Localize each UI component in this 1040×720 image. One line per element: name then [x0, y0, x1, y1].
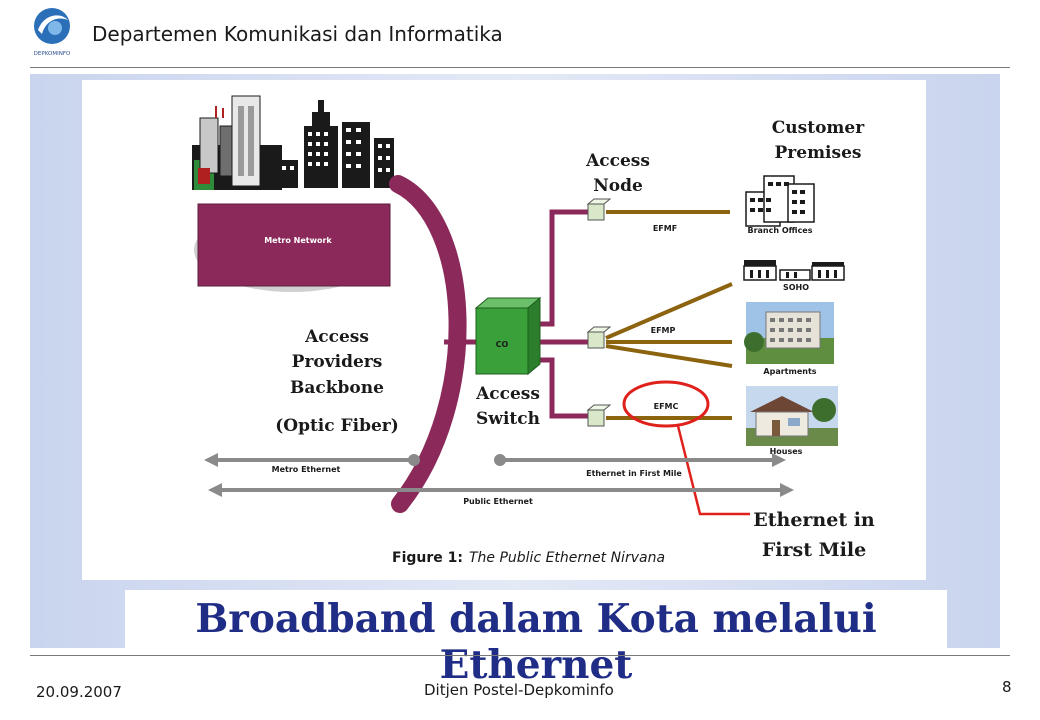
metro-network-label: Metro Network	[264, 236, 332, 245]
footer-date: 20.09.2007	[36, 683, 122, 701]
efmf-label: EFMF	[653, 224, 677, 233]
houses-icon	[746, 386, 838, 446]
diagram-panel: Metro Network CO	[82, 80, 926, 580]
logo-text: DEPKOMINFO	[34, 51, 71, 57]
access-providers-label-line2: Providers	[292, 352, 383, 372]
access-providers-label-line1: Access	[304, 327, 369, 347]
efmc-label: EFMC	[654, 402, 679, 411]
slide-title-box	[125, 590, 947, 650]
efmp-label: EFMP	[651, 326, 676, 335]
top-divider	[30, 67, 1010, 68]
access-node-icon-top	[586, 198, 612, 221]
houses-label: Houses	[770, 447, 803, 456]
co-label: CO	[496, 340, 509, 349]
apartments-icon	[744, 302, 834, 364]
access-node-icon-bottom	[586, 404, 612, 427]
branch-offices-label: Branch Offices	[747, 226, 812, 235]
footer-organization: Ditjen Postel-Depkominfo	[424, 681, 614, 699]
efmc-highlight-ellipse	[622, 380, 710, 428]
access-switch-label-line1: Access	[475, 384, 540, 404]
ethernet-in-first-mile-arrow	[494, 453, 786, 467]
efmc-highlight-pointer	[676, 425, 750, 516]
metro-network-block	[197, 203, 391, 287]
slide-title: Broadband dalam Kota melalui Ethernet	[195, 596, 877, 688]
central-office-switch-icon: CO	[474, 296, 542, 376]
access-node-label-line2: Node	[593, 176, 643, 196]
customer-premises-label-line2: Premises	[775, 143, 862, 163]
access-node-icon-middle	[586, 326, 612, 349]
depkominfo-logo: DEPKOMINFO	[30, 6, 74, 58]
page-number: 8	[1002, 678, 1012, 696]
ethernet-in-first-mile-small-label: Ethernet in First Mile	[586, 469, 682, 478]
access-providers-backbone-arc	[389, 175, 467, 513]
optic-fiber-label: (Optic Fiber)	[275, 416, 399, 436]
customer-premises-label-line1: Customer	[772, 118, 865, 138]
access-node-label-line1: Access	[585, 151, 650, 171]
metro-ethernet-arrow	[204, 453, 420, 467]
figure-caption-text: The Public Ethernet Nirvana	[469, 550, 665, 566]
apartments-label: Apartments	[763, 367, 816, 376]
figure-caption-number: Figure 1:	[392, 550, 463, 566]
metro-ethernet-label: Metro Ethernet	[272, 465, 341, 474]
access-switch-label-line2: Switch	[476, 409, 540, 429]
access-providers-label-line3: Backbone	[290, 378, 384, 398]
city-skyline-icon	[192, 95, 394, 190]
public-ethernet-arrow	[208, 483, 794, 497]
branch-offices-icon	[745, 175, 815, 227]
figure-caption: Figure 1: The Public Ethernet Nirvana	[392, 550, 665, 566]
soho-icon	[743, 260, 845, 281]
bottom-divider	[30, 655, 1010, 656]
first-mile-links	[605, 210, 733, 420]
ethernet-first-mile-label-line1: Ethernet in	[753, 509, 875, 531]
ethernet-first-mile-label-line2: First Mile	[762, 539, 866, 561]
soho-label: SOHO	[783, 283, 809, 292]
organization-name: Departemen Komunikasi dan Informatika	[92, 22, 503, 46]
network-diagram: Metro Network CO	[192, 95, 875, 566]
public-ethernet-label: Public Ethernet	[463, 497, 533, 506]
co-links	[444, 209, 590, 419]
